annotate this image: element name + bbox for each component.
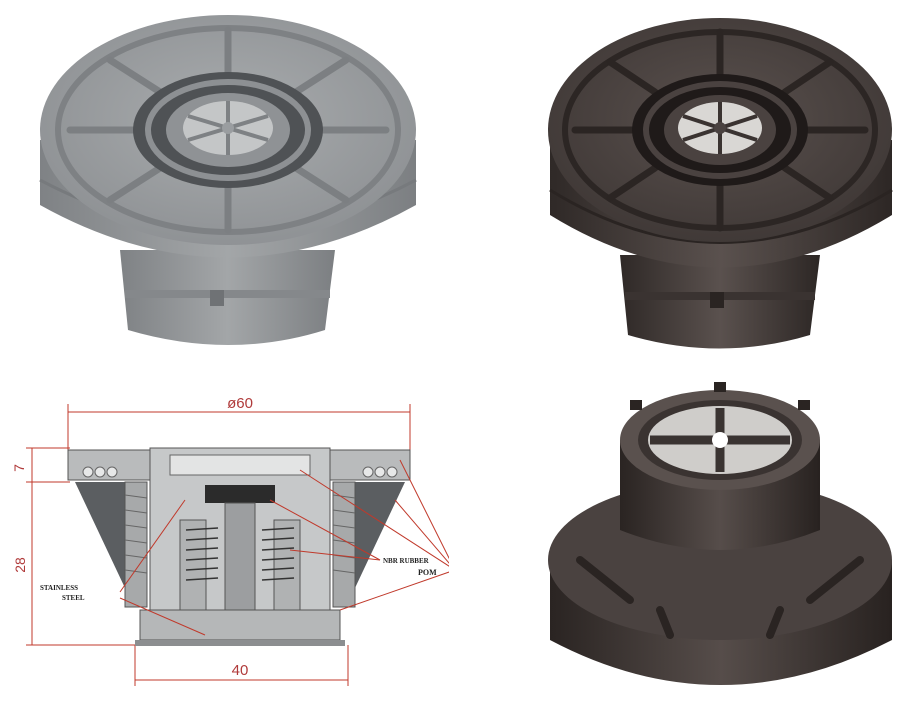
dark-valve-illustration [548,18,893,349]
dim-diameter-label: ø60 [227,395,253,412]
label-stainless-line2: STEEL [62,594,85,602]
dim-total-height-label: 28 [12,557,28,573]
dim-base-width-label: 40 [232,662,249,679]
open-valve-photo [520,360,898,711]
label-pom: POM [418,568,437,577]
dim-flange-height-label: 7 [11,464,27,472]
grey-valve-photo [0,0,449,360]
grey-valve-illustration [39,15,417,345]
dark-valve-photo [520,0,898,360]
cross-section-drawing: ø60 7 28 40 [0,360,449,711]
label-nbr-rubber: NBR RUBBER [383,557,430,565]
open-valve-illustration [548,382,892,685]
technical-drawing: ø60 7 28 40 [11,395,449,686]
label-stainless-line1: STAINLESS [40,584,78,592]
